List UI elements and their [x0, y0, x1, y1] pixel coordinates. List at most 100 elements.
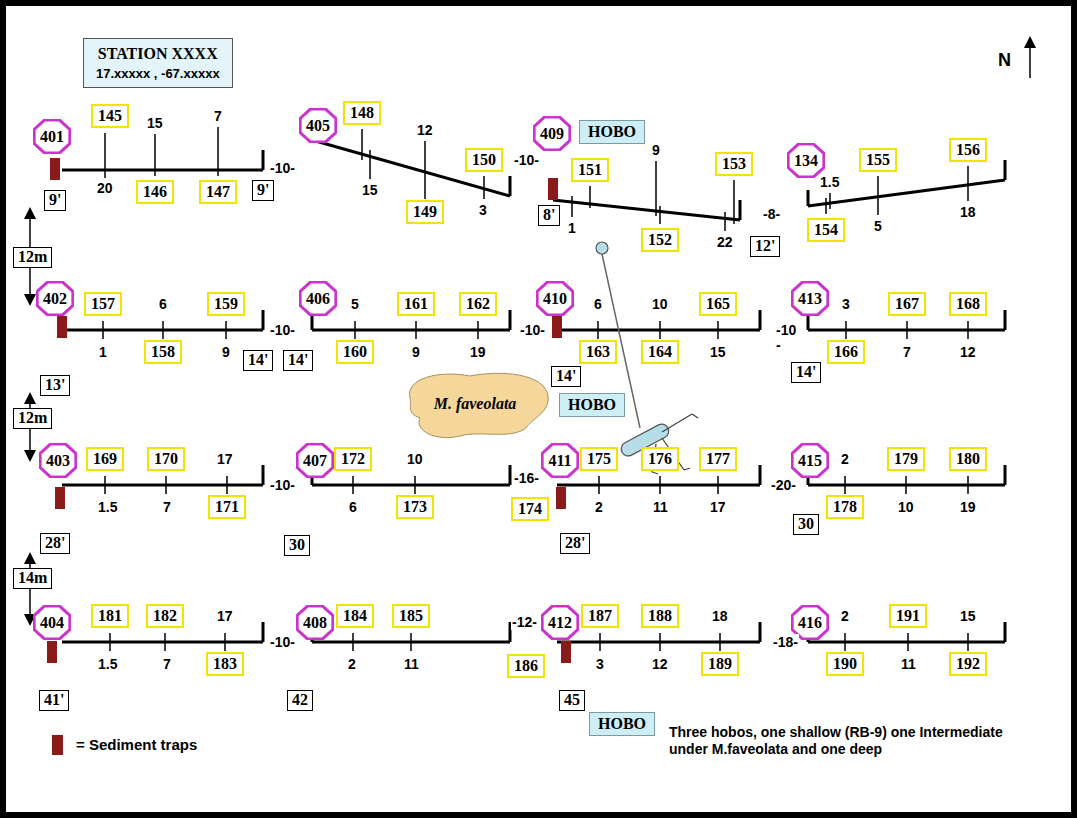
label-text: 5 [350, 296, 360, 312]
transect-marker: 415 [791, 443, 829, 478]
node-text: 155 [866, 151, 890, 168]
label-text: -10- [269, 477, 296, 493]
transect-marker: 410 [536, 281, 574, 316]
tag-box: 153 [715, 152, 753, 176]
transect-marker: 405 [299, 108, 337, 143]
node-text: 405 [306, 117, 330, 135]
label-text: 7 [162, 656, 172, 672]
tag-box: 145 [91, 104, 129, 128]
node-text: 165 [706, 295, 730, 312]
node-text: 167 [895, 295, 919, 312]
label-text: 19 [469, 344, 487, 360]
label-text: 11 [652, 499, 669, 515]
north-label: N [997, 50, 1012, 70]
label-text: 2 [347, 656, 357, 672]
tag-box: 151 [571, 158, 609, 182]
node-text: HOBO [588, 123, 636, 140]
transect-marker: 402 [36, 281, 74, 316]
node-text: 188 [648, 607, 672, 624]
node-text: 404 [40, 614, 64, 632]
node-text: 183 [213, 655, 237, 672]
tag-box: 173 [396, 495, 434, 519]
node-text: 189 [708, 655, 732, 672]
tag-ticks [103, 127, 968, 651]
node-text: 14' [248, 351, 268, 368]
node-text: 13' [45, 376, 65, 393]
tag-box: 182 [146, 604, 184, 628]
label-text: 2 [594, 499, 604, 515]
label-text: 9 [411, 344, 421, 360]
tag-box: 174 [511, 497, 549, 521]
coral-colony: M. faveolata [400, 368, 550, 440]
label-text: 11 [900, 656, 917, 672]
node-text: 403 [46, 452, 70, 470]
tag-box: 159 [207, 292, 245, 316]
transect-marker: 401 [33, 119, 71, 154]
node-text: 161 [404, 295, 428, 312]
node-text: 148 [350, 104, 374, 121]
depth-box: 41' [39, 690, 69, 711]
tag-box: 147 [199, 180, 237, 204]
tag-box: 181 [91, 604, 129, 628]
node-text: M. faveolata [434, 395, 517, 413]
node-text: HOBO [568, 396, 616, 413]
tag-box: 166 [827, 340, 865, 364]
tag-ticks [103, 321, 968, 651]
hobo-box: HOBO [579, 120, 645, 144]
label-text: -8- [762, 206, 781, 222]
node-text: 150 [472, 151, 496, 168]
label-text: 15 [709, 344, 727, 360]
transect-marker: 411 [541, 443, 579, 478]
tag-box: 167 [888, 292, 926, 316]
node-text: 12' [755, 237, 775, 254]
tag-box: 186 [507, 654, 545, 678]
node-text: 14' [556, 367, 576, 384]
label-text: 5 [873, 218, 883, 234]
label-text: 6 [348, 499, 358, 515]
label-text: 15 [959, 608, 977, 624]
node-text: 410 [543, 290, 567, 308]
node-text: 174 [518, 500, 542, 517]
depth-box: 13' [40, 375, 70, 396]
transect-marker: 403 [39, 443, 77, 478]
label-text: 9 [651, 142, 661, 158]
node-text: 14' [796, 363, 816, 380]
label-text: -10 [775, 322, 797, 338]
note-text: Three hobos, one shallow (RB-9) one Inte… [668, 724, 1040, 758]
transect-marker: 409 [533, 116, 571, 151]
depth-box: 12' [750, 236, 780, 257]
tag-box: 177 [699, 447, 737, 471]
label-text: -12- [511, 614, 538, 630]
node-text: 152 [648, 231, 672, 248]
label-text: -10- [269, 322, 296, 338]
node-text: 169 [93, 450, 117, 467]
tag-box: 175 [580, 447, 618, 471]
tag-box: 190 [826, 652, 864, 676]
depth-box: 14' [551, 366, 581, 387]
tag-box: 192 [949, 652, 987, 676]
tag-box: 172 [334, 447, 372, 471]
tag-box: 160 [336, 340, 374, 364]
tag-box: 152 [641, 228, 679, 252]
node-text: 187 [588, 607, 612, 624]
node-text: 151 [578, 161, 602, 178]
node-text: 184 [343, 607, 367, 624]
node-text: 411 [548, 452, 571, 470]
node-text: 157 [91, 295, 115, 312]
transect-marker: 134 [787, 143, 825, 178]
node-text: 159 [214, 295, 238, 312]
tag-box: 171 [208, 495, 246, 519]
tag-box: 146 [136, 180, 174, 204]
depth-box: 14m [13, 568, 52, 589]
node-text: 416 [798, 614, 822, 632]
node-text: 153 [722, 155, 746, 172]
node-text: 177 [706, 450, 730, 467]
depth-box: 28' [560, 533, 590, 554]
node-text: 170 [154, 450, 178, 467]
label-text: 1.5 [97, 656, 118, 672]
tag-box: 150 [465, 148, 503, 172]
node-text: 402 [43, 290, 67, 308]
label-text: -20- [770, 477, 797, 493]
label-text: 12 [651, 656, 669, 672]
label-text: 10 [897, 499, 915, 515]
